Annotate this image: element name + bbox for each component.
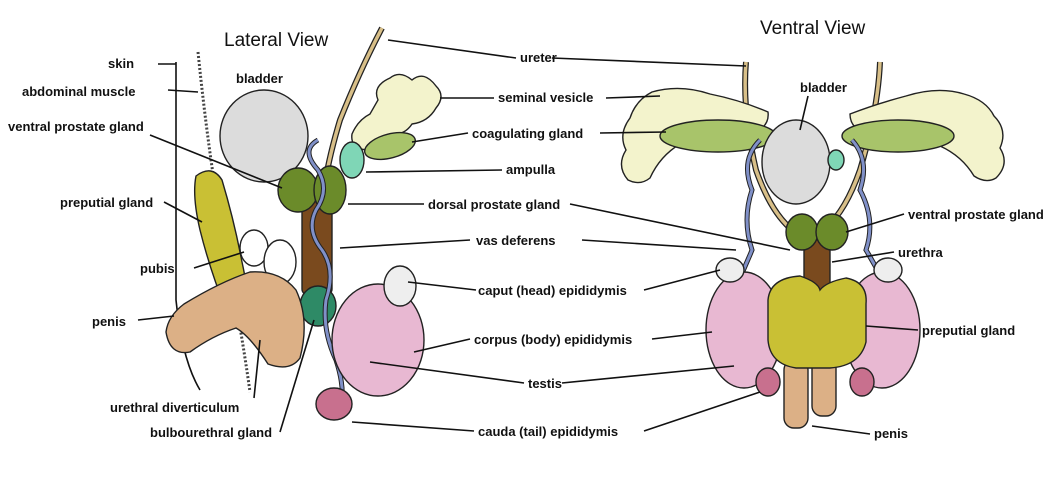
lateral-view bbox=[166, 28, 441, 420]
label-seminal-vesicle: seminal vesicle bbox=[498, 90, 593, 105]
ventral-prostate-ventral-left bbox=[786, 214, 818, 250]
label-cauda-epididymis: cauda (tail) epididymis bbox=[478, 424, 618, 439]
label-testis: testis bbox=[528, 376, 562, 391]
label-bladder-ventral: bladder bbox=[800, 80, 847, 95]
label-vas-deferens: vas deferens bbox=[476, 233, 556, 248]
pointer-corpus-ventral bbox=[652, 332, 712, 339]
label-ureter: ureter bbox=[520, 50, 557, 65]
lateral-view-title: Lateral View bbox=[224, 30, 328, 51]
caput-epididymis-ventral-right bbox=[874, 258, 902, 282]
caput-epididymis-ventral-left bbox=[716, 258, 744, 282]
label-abdominal-muscle: abdominal muscle bbox=[22, 84, 135, 99]
pointer-abdominal-muscle bbox=[168, 90, 198, 92]
label-penis-lateral: penis bbox=[92, 314, 126, 329]
label-corpus-epididymis: corpus (body) epididymis bbox=[474, 332, 632, 347]
pointer-cauda-lateral bbox=[352, 422, 474, 431]
ventral-view-title: Ventral View bbox=[760, 18, 866, 39]
label-preputial-ventral: preputial gland bbox=[922, 323, 1015, 338]
label-urethra: urethra bbox=[898, 245, 944, 260]
ventral-prostate-ventral-right bbox=[816, 214, 848, 250]
ampulla-lateral bbox=[340, 142, 364, 178]
ampulla-ventral bbox=[828, 150, 844, 170]
cauda-epididymis-ventral-right bbox=[850, 368, 874, 396]
ventral-prostate-lateral bbox=[278, 168, 318, 212]
preputial-gland-ventral bbox=[768, 276, 866, 368]
label-penis-ventral: penis bbox=[874, 426, 908, 441]
label-skin: skin bbox=[108, 56, 134, 71]
pointer-penis-ventral bbox=[812, 426, 870, 434]
pointer-ventral-prostate-ventral bbox=[846, 214, 904, 232]
label-ventral-prostate-ventral: ventral prostate gland bbox=[908, 207, 1044, 222]
caput-epididymis-lateral bbox=[384, 266, 416, 306]
pointer-coagulating-lateral bbox=[412, 133, 468, 142]
pointer-ureter-ventral bbox=[552, 58, 746, 66]
pointer-testis-ventral bbox=[562, 366, 734, 383]
label-urethral-diverticulum: urethral diverticulum bbox=[110, 400, 239, 415]
pointer-ampulla bbox=[366, 170, 502, 172]
label-pubis: pubis bbox=[140, 261, 175, 276]
bladder-ventral bbox=[762, 120, 830, 204]
pointer-penis-lateral bbox=[138, 316, 174, 320]
cauda-epididymis-lateral bbox=[316, 388, 352, 420]
pointer-caput-ventral bbox=[644, 270, 720, 290]
label-bladder-lateral: bladder bbox=[236, 71, 283, 86]
coagulating-gland-ventral-left bbox=[660, 120, 776, 152]
label-dorsal-prostate: dorsal prostate gland bbox=[428, 197, 560, 212]
pointer-ureter-lateral bbox=[388, 40, 516, 58]
label-bulbourethral: bulbourethral gland bbox=[150, 425, 272, 440]
ventral-view bbox=[621, 62, 1004, 428]
pointer-cauda-ventral bbox=[644, 392, 760, 431]
penis-ventral-left bbox=[784, 360, 808, 428]
label-ventral-prostate-lateral: ventral prostate gland bbox=[8, 119, 144, 134]
pointer-caput-lateral bbox=[408, 282, 476, 290]
penis-lateral bbox=[166, 272, 304, 367]
label-coagulating-gland: coagulating gland bbox=[472, 126, 583, 141]
pointer-vas-deferens-lateral bbox=[340, 240, 470, 248]
label-caput-epididymis: caput (head) epididymis bbox=[478, 283, 627, 298]
label-ampulla: ampulla bbox=[506, 162, 556, 177]
label-preputial-lateral: preputial gland bbox=[60, 195, 153, 210]
pointer-coagulating-ventral bbox=[600, 132, 666, 133]
pointer-vas-deferens-ventral bbox=[582, 240, 736, 250]
pointer-dorsal-prostate-ventral bbox=[570, 204, 790, 250]
